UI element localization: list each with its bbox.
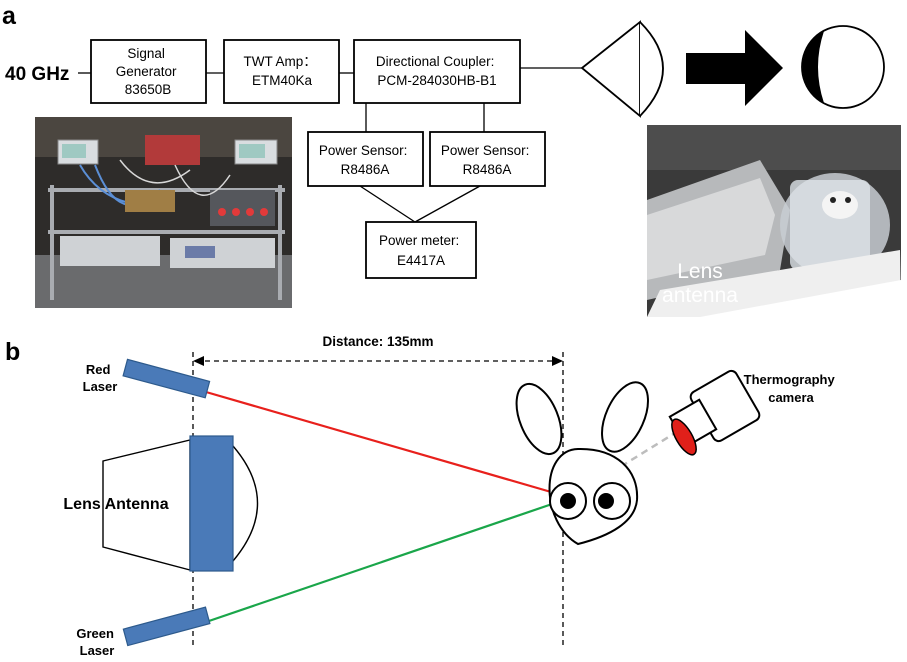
lens-antenna-icon: [102, 435, 259, 572]
power-sensor-2-line-1: Power Sensor:: [441, 143, 530, 158]
svg-text:Thermography camera: Thermography camera: [744, 372, 839, 405]
directional-coupler-line-2: PCM-284030HB-B1: [377, 73, 496, 88]
photo-label-antenna: antenna: [662, 284, 738, 307]
block-connections: [78, 67, 582, 223]
power-meter-box: Power meter: E4417A: [365, 221, 477, 279]
svg-text:Directional Coupler: PCM: Directional Coupler: PCM-284030HB-B1: [376, 54, 498, 88]
red-laser-icon: [122, 358, 211, 399]
green-laser-icon: [122, 606, 211, 647]
thermography-label-2: camera: [768, 390, 814, 405]
signal-generator-line-2: Generator: [116, 64, 177, 79]
twt-amp-box: TWT Amp： ETM40Ka: [223, 39, 340, 104]
green-laser-beam: [205, 500, 559, 624]
power-sensor-1-line-2: R8486A: [341, 162, 390, 177]
panel-b-label: b: [5, 338, 20, 366]
right-arrow-icon: [686, 30, 783, 106]
thermography-camera-icon: [668, 369, 761, 456]
svg-text:Power meter: E4417A: Power meter: E4417A: [379, 233, 463, 268]
equipment-photo: [35, 117, 292, 308]
thermography-label-1: Thermography: [744, 372, 836, 387]
distance-indicator: [193, 356, 563, 366]
lens-antenna-label: Lens Antenna: [63, 496, 168, 513]
svg-text:TWT Amp： ETM40Ka: TWT Amp： ETM40Ka: [243, 54, 320, 88]
power-sensor-1-line-1: Power Sensor:: [319, 143, 408, 158]
green-laser-label-2: Laser: [80, 643, 115, 658]
power-sensor-box-1: Power Sensor: R8486A: [307, 131, 424, 187]
svg-text:Power Sensor: R8486A: Power Sensor: R8486A: [319, 143, 411, 177]
rabbit-icon: [515, 381, 649, 546]
signal-generator-line-1: Signal: [127, 46, 165, 61]
signal-generator-line-3: 83650B: [125, 82, 172, 97]
green-laser-label-1: Green: [76, 626, 114, 641]
eye-icon: [801, 25, 885, 109]
svg-text:Power Sensor: R8486A: Power Sensor: R8486A: [441, 143, 533, 177]
horn-antenna-icon: [580, 20, 664, 118]
photo-label-lens: Lens: [677, 260, 723, 283]
twt-amp-line-1: TWT Amp：: [243, 54, 316, 69]
directional-coupler-box: Directional Coupler: PCM-284030HB-B1: [353, 39, 521, 104]
twt-amp-line-2: ETM40Ka: [252, 73, 313, 88]
svg-text:Green Laser: Green Laser: [76, 626, 117, 658]
red-laser-label-2: Laser: [83, 379, 118, 394]
panel-a-label: a: [2, 2, 17, 30]
distance-label: Distance: 135mm: [322, 334, 433, 349]
power-sensor-2-line-2: R8486A: [463, 162, 512, 177]
red-laser-beam: [205, 390, 559, 496]
red-laser-label-1: Red: [86, 362, 111, 377]
directional-coupler-line-1: Directional Coupler:: [376, 54, 495, 69]
power-meter-line-2: E4417A: [397, 253, 445, 268]
svg-text:Signal Generator 8: Signal Generator 83650B: [116, 46, 181, 97]
signal-generator-box: Signal Generator 83650B: [90, 39, 207, 104]
lens-antenna-photo: [647, 125, 901, 317]
frequency-label: 40 GHz: [5, 64, 69, 85]
power-meter-line-1: Power meter:: [379, 233, 459, 248]
svg-text:Red Laser: Red Laser: [83, 362, 118, 394]
power-sensor-box-2: Power Sensor: R8486A: [429, 131, 546, 187]
